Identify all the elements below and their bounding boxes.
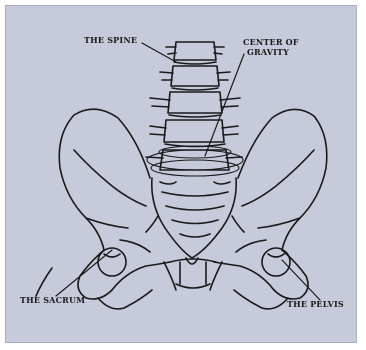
label-the-spine: THE SPINE [84,36,137,45]
label-center-of-gravity-line2: GRAVITY [247,48,289,57]
right-hip-drawing [210,109,327,308]
label-center-of-gravity-line1: CENTER OF [243,38,299,47]
label-the-pelvis: THE PELVIS [287,300,344,309]
label-the-sacrum: THE SACRUM [20,296,85,305]
sacrum-drawing [146,178,244,264]
